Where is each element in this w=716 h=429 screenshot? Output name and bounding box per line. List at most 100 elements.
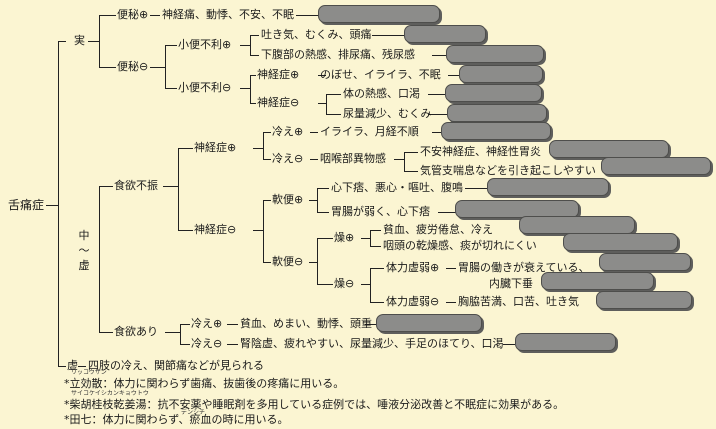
- answer-pill: [541, 272, 654, 290]
- connector: [503, 344, 515, 345]
- jitsu-shinkei-minus-symptom-2: 尿量減少、むくみ: [343, 107, 432, 120]
- connector: [227, 344, 238, 345]
- connector: [150, 15, 160, 16]
- jitsu-shinkei-plus-symptom: のぼせ、イライラ、不眠: [320, 68, 441, 81]
- connector: [428, 94, 446, 95]
- answer-pill: [404, 25, 486, 43]
- connector: [432, 55, 448, 56]
- connector: [370, 246, 381, 247]
- connector: [58, 41, 59, 366]
- connector: [432, 132, 442, 133]
- connector: [428, 114, 448, 115]
- chu-shinkei-plus-label: 神経症⊕: [194, 141, 237, 154]
- shoben-plus-label: 小便不利⊕: [178, 38, 232, 51]
- connector: [250, 75, 251, 103]
- connector: [394, 159, 404, 160]
- so-plus-label: 燥⊕: [334, 231, 355, 244]
- jitsu-shinkei-minus-label: 神経症⊖: [257, 96, 300, 109]
- connector: [99, 186, 100, 332]
- connector: [326, 94, 341, 95]
- connector: [310, 132, 318, 133]
- answer-pill: [376, 314, 482, 332]
- connector: [240, 45, 250, 46]
- chu-hie-minus-symptom-1: 不安神経症、神経性胃炎: [420, 145, 541, 158]
- ari-label: 食欲あり: [114, 325, 158, 338]
- fushin-label: 食欲不振: [114, 179, 158, 192]
- connector: [370, 302, 384, 303]
- connector: [438, 212, 456, 213]
- connector: [150, 67, 165, 68]
- connector: [317, 212, 329, 213]
- kyo-label: 虚: [67, 359, 78, 372]
- connector: [326, 114, 341, 115]
- connector: [318, 75, 326, 76]
- connector: [88, 41, 99, 42]
- connector: [180, 324, 190, 325]
- footnote-2-ruby: サイコケイシカンキョウトウ: [71, 390, 149, 397]
- answer-pill: [459, 65, 543, 83]
- connector: [263, 200, 264, 262]
- connector: [309, 200, 317, 201]
- connector: [99, 186, 113, 187]
- chu-hie-minus-label: 冷え⊖: [272, 152, 304, 165]
- kyo-symptom: 四肢の冷え、関節痛などが見られる: [88, 359, 264, 372]
- connector: [361, 284, 370, 285]
- chu-kyo-label: 中～虚: [78, 229, 90, 272]
- connector: [263, 159, 271, 160]
- benpi-minus-label: 便秘⊖: [117, 60, 149, 73]
- answer-pill: [487, 178, 609, 196]
- connector: [253, 148, 263, 149]
- benpi-plus-symptom: 神経痛、動悸、不安、不眠: [162, 8, 294, 21]
- connector: [99, 15, 100, 67]
- connector: [250, 55, 259, 56]
- connector: [165, 45, 166, 88]
- connector: [250, 75, 256, 76]
- connector: [253, 230, 263, 231]
- jitsu-shinkei-plus-label: 神経症⊕: [257, 68, 300, 81]
- answer-pill: [596, 291, 692, 309]
- footnote-2: *柴胡桂枝乾姜湯：抗不安薬や睡眠剤を多用している症例では、唾液分泌改善と不眠症に…: [64, 398, 565, 411]
- connector: [296, 15, 318, 16]
- jitsu-shinkei-minus-symptom-1: 体の熱感、口渇: [343, 87, 420, 100]
- connector: [165, 332, 180, 333]
- connector: [361, 238, 370, 239]
- tairyoku-minus-symptom: 胸脇苦満、口苦、吐き気: [458, 295, 579, 308]
- connector: [317, 188, 329, 189]
- ari-hie-minus-label: 冷え⊖: [191, 337, 223, 350]
- connector: [310, 159, 318, 160]
- connector: [326, 94, 327, 114]
- connector: [317, 284, 333, 285]
- nanben-plus-symptom-2: 胃腸が弱く、心下痞: [331, 205, 430, 218]
- connector: [250, 35, 251, 55]
- connector: [99, 15, 116, 16]
- connector: [404, 152, 405, 171]
- connector: [263, 262, 271, 263]
- ari-hie-minus-symptom: 腎陰虚、疲れやすい、尿量減少、手足のほてり、口渇: [240, 337, 504, 350]
- answer-pill: [455, 200, 579, 218]
- connector: [372, 35, 404, 36]
- connector: [465, 188, 487, 189]
- connector: [58, 41, 66, 42]
- answer-pill: [599, 253, 691, 271]
- tairyoku-minus-label: 体力虚弱⊖: [386, 295, 440, 308]
- connector: [46, 205, 58, 206]
- chu-hie-plus-label: 冷え⊕: [272, 125, 304, 138]
- answer-pill: [447, 104, 547, 122]
- answer-pill: [515, 333, 616, 351]
- tairyoku-plus-symptom-2: 内臓下垂: [489, 277, 533, 290]
- connector: [180, 344, 190, 345]
- connector: [370, 230, 381, 231]
- connector: [263, 132, 271, 133]
- connector: [317, 238, 333, 239]
- so-minus-label: 燥⊖: [334, 277, 355, 290]
- connector: [240, 88, 250, 89]
- shoben-minus-label: 小便不利⊖: [178, 81, 232, 94]
- nanben-plus-label: 軟便⊕: [272, 193, 304, 206]
- connector: [227, 324, 238, 325]
- connector: [370, 268, 384, 269]
- connector: [263, 200, 271, 201]
- tairyoku-plus-label: 体力虚弱⊕: [386, 261, 440, 274]
- connector: [446, 302, 456, 303]
- connector: [250, 35, 259, 36]
- connector: [263, 132, 264, 159]
